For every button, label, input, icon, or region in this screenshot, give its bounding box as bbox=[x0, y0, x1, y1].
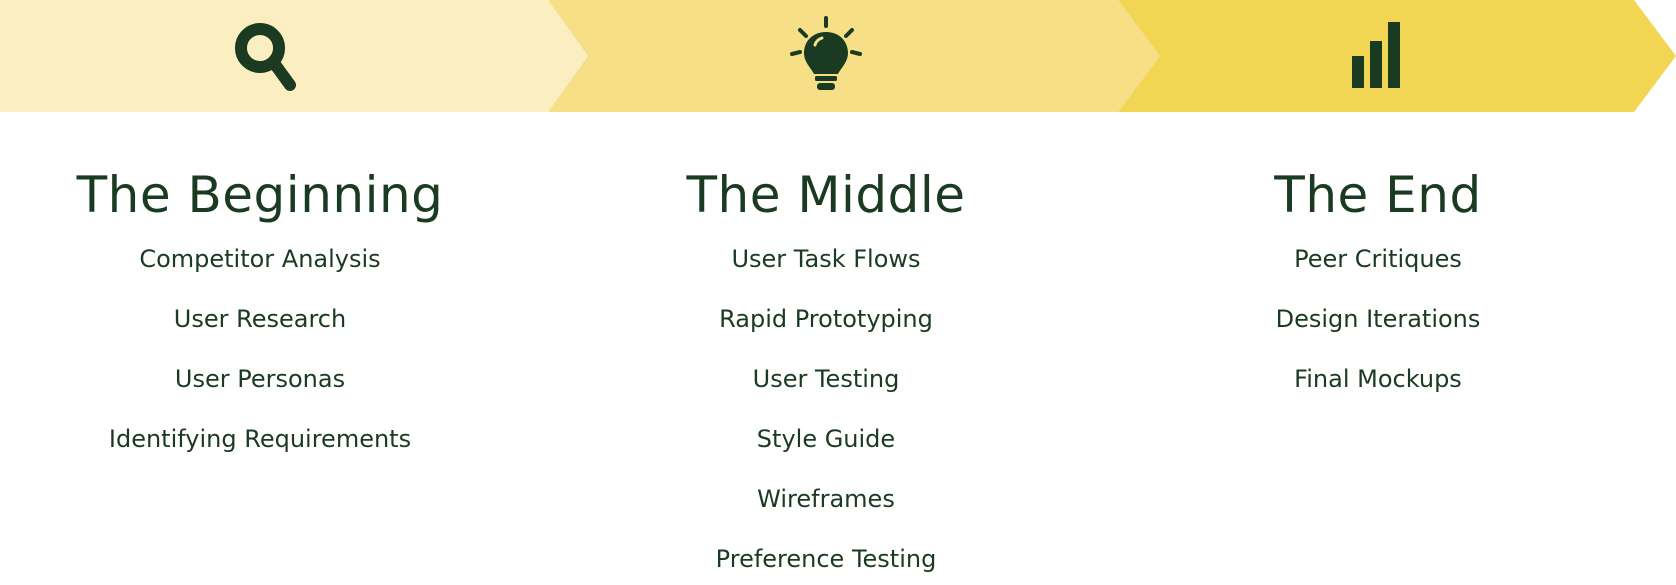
magnifying-glass-icon bbox=[224, 14, 308, 98]
stage-item-list: Competitor Analysis User Research User P… bbox=[0, 244, 540, 454]
stage-title: The Beginning bbox=[76, 166, 444, 224]
stage-item-list: User Task Flows Rapid Prototyping User T… bbox=[546, 244, 1106, 574]
list-item: User Personas bbox=[174, 365, 346, 393]
list-item: Competitor Analysis bbox=[139, 245, 381, 273]
stage-1-chevron bbox=[0, 0, 588, 112]
list-item: Identifying Requirements bbox=[108, 425, 412, 453]
stage-middle: The Middle User Task Flows Rapid Prototy… bbox=[546, 160, 1106, 585]
list-item: User Testing bbox=[752, 365, 900, 393]
list-item: Rapid Prototyping bbox=[719, 305, 933, 333]
process-banner bbox=[0, 0, 1676, 112]
list-item: Preference Testing bbox=[715, 545, 937, 573]
list-item: Design Iterations bbox=[1275, 305, 1481, 333]
list-item: User Research bbox=[173, 305, 347, 333]
stage-title: The Middle bbox=[686, 166, 966, 224]
list-item: Peer Critiques bbox=[1294, 245, 1462, 273]
list-item: Wireframes bbox=[757, 485, 895, 513]
stage-2-chevron bbox=[548, 0, 1160, 112]
stage-title: The End bbox=[1274, 166, 1482, 224]
stage-beginning: The Beginning Competitor Analysis User R… bbox=[0, 160, 540, 484]
stage-item-list: Peer Critiques Design Iterations Final M… bbox=[1098, 244, 1658, 394]
stage-end: The End Peer Critiques Design Iterations… bbox=[1098, 160, 1658, 424]
list-item: Final Mockups bbox=[1294, 365, 1462, 393]
list-item: Style Guide bbox=[756, 425, 896, 453]
list-item: User Task Flows bbox=[731, 245, 921, 273]
bar-chart-icon bbox=[1336, 14, 1420, 98]
lightbulb-icon bbox=[786, 14, 870, 98]
